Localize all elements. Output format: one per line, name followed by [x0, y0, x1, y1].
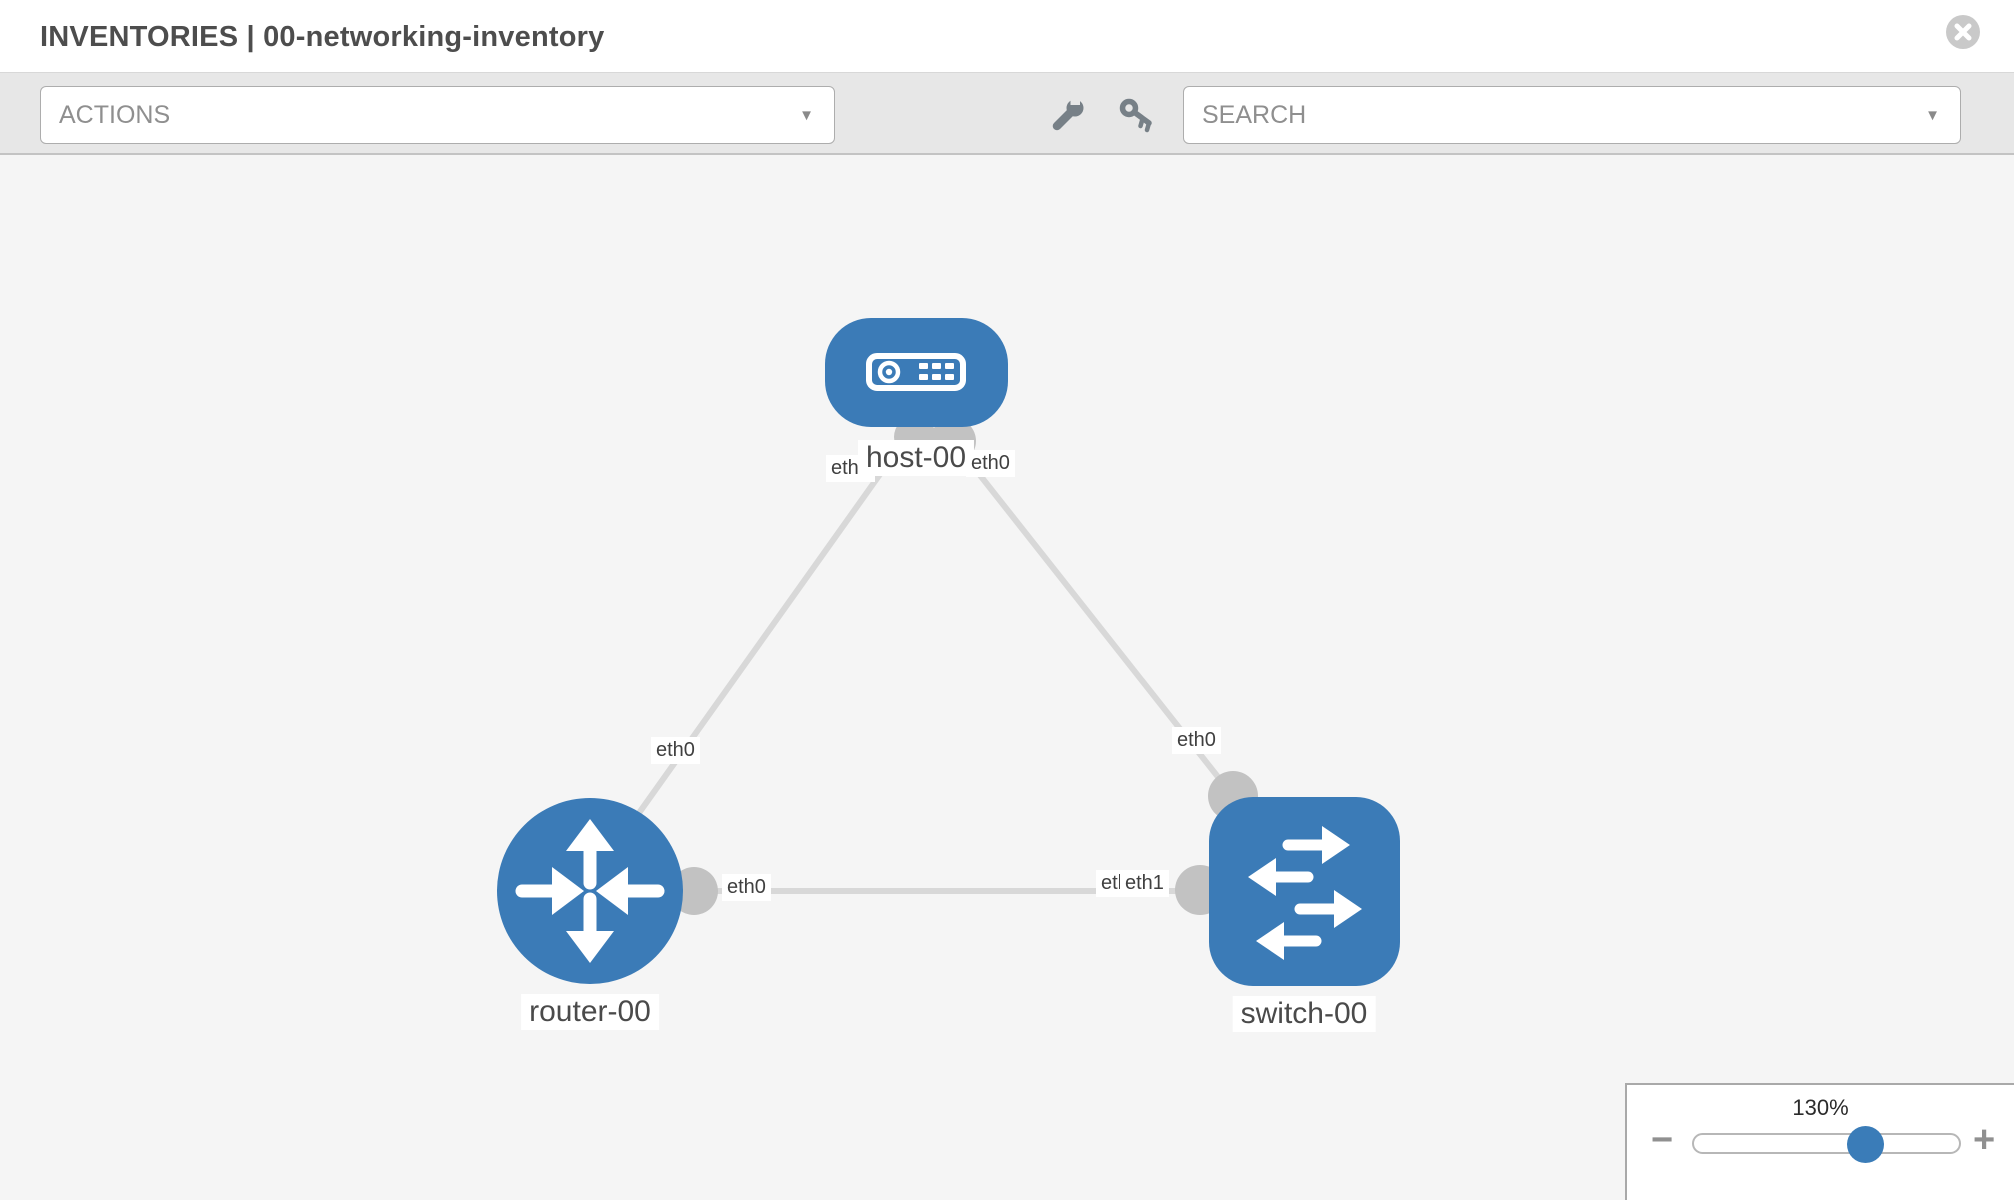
search-dropdown[interactable]: SEARCH ▼: [1183, 86, 1961, 144]
zoom-slider-track[interactable]: [1692, 1133, 1961, 1154]
link-lines: [631, 423, 1236, 894]
chevron-down-icon: ▼: [799, 107, 814, 124]
interface-connectors: [670, 416, 1258, 915]
interface-label-eth0: eth0: [966, 450, 1015, 477]
wrench-icon: [1052, 95, 1084, 131]
close-icon: [1954, 23, 1972, 41]
actions-dropdown[interactable]: ACTIONS ▼: [40, 86, 835, 144]
topology-graph: [497, 318, 1400, 986]
key-icon: [1119, 98, 1152, 133]
toolbar: ACTIONS ▼ SEARCH ▼: [0, 72, 2014, 155]
node-router-00[interactable]: [497, 798, 683, 984]
node-label-host-00: host-00: [857, 440, 975, 476]
switch-icon: [1248, 826, 1362, 960]
zoom-widget: 130% − +: [1625, 1083, 2014, 1200]
interface-label-eth0: eth0: [1172, 727, 1221, 754]
configure-wrench-button[interactable]: [1048, 95, 1088, 135]
node-host-00[interactable]: [825, 318, 1008, 427]
credentials-key-button[interactable]: [1116, 95, 1156, 135]
search-dropdown-label: SEARCH: [1202, 101, 1307, 129]
close-button[interactable]: [1946, 15, 1980, 49]
node-label-switch-00: switch-00: [1232, 996, 1376, 1032]
zoom-in-button[interactable]: +: [1973, 1119, 1996, 1161]
chevron-down-icon: ▼: [1925, 107, 1940, 124]
node-switch-00[interactable]: [1209, 797, 1400, 986]
zoom-slider-knob[interactable]: [1847, 1126, 1884, 1163]
title-bar: INVENTORIES | 00-networking-inventory: [0, 0, 2014, 72]
interface-label-eth0: eth0: [651, 737, 700, 764]
zoom-out-button[interactable]: −: [1651, 1119, 1674, 1161]
topology-canvas[interactable]: host-00 router-00 switch-00 eth0 eth0 et…: [0, 155, 2014, 1200]
node-label-router-00: router-00: [521, 994, 659, 1030]
host-icon: [866, 353, 966, 391]
actions-dropdown-label: ACTIONS: [59, 101, 171, 129]
interface-label-eth0: eth0: [722, 874, 771, 901]
interface-label-eth1: eth1: [1120, 870, 1169, 897]
zoom-level-value: 130%: [1792, 1095, 1849, 1120]
page-title: INVENTORIES | 00-networking-inventory: [40, 21, 605, 53]
router-icon: [515, 819, 665, 963]
